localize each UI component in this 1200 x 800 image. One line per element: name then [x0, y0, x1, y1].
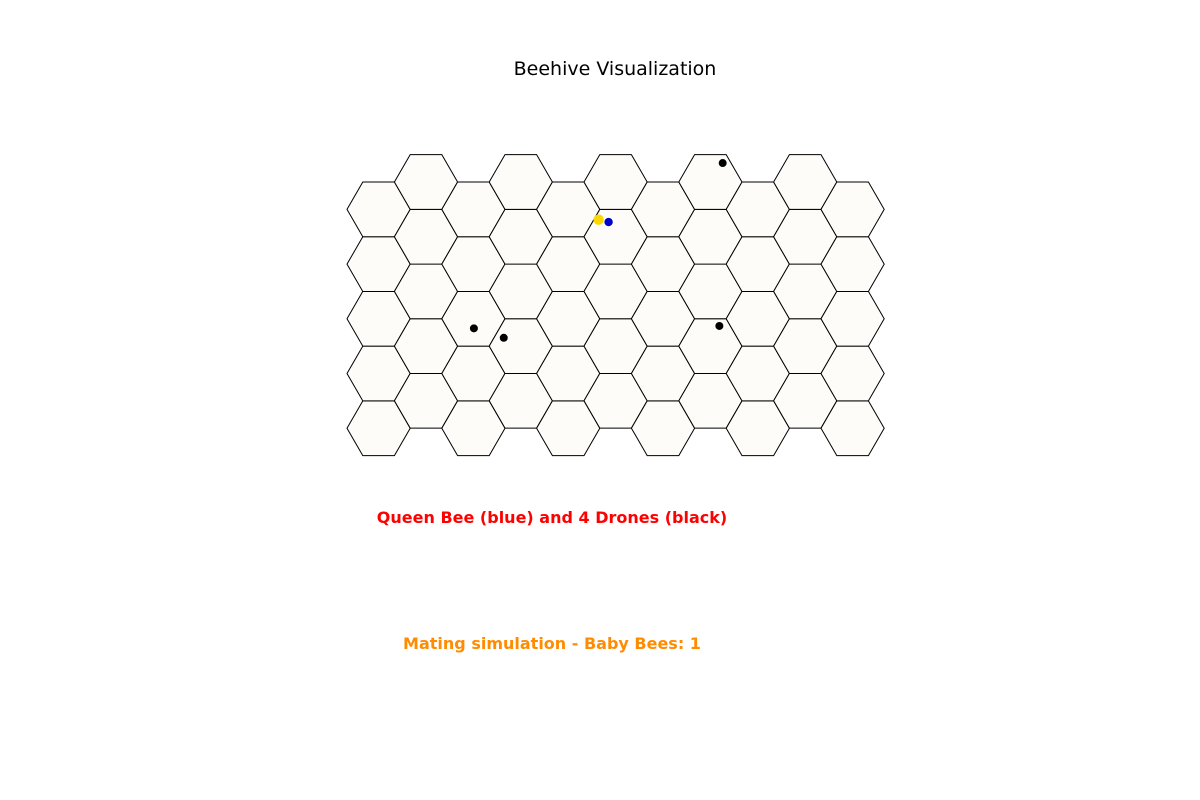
status-caption: Mating simulation - Baby Bees: 1 [403, 634, 701, 653]
legend-caption: Queen Bee (blue) and 4 Drones (black) [377, 508, 727, 527]
chart-title: Beehive Visualization [514, 58, 717, 80]
drone-bee-marker [715, 321, 724, 330]
baby-bee-marker [593, 214, 604, 225]
hive-grid [346, 154, 885, 457]
drone-bee-marker [718, 159, 727, 168]
hive-cell [820, 181, 885, 238]
bee-markers [469, 159, 727, 342]
drone-bee-marker [499, 333, 508, 342]
queen-bee-marker [604, 217, 613, 227]
drone-bee-marker [469, 324, 478, 333]
